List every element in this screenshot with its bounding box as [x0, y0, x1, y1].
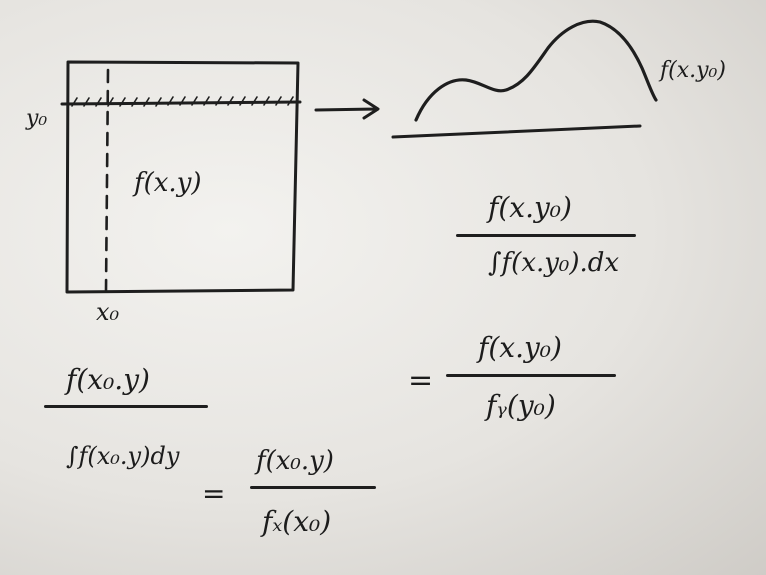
marginal-x-denominator: fₓ(x₀)	[262, 505, 332, 538]
x0-dashed-line	[104, 68, 110, 292]
marginal-x-fraction-bar	[250, 486, 376, 489]
equals-sign-y: =	[408, 363, 434, 398]
curve-baseline	[391, 124, 642, 139]
conditional-y-denominator: ∫f(x.y₀).dx	[488, 248, 620, 278]
curve-label: f(x.y₀)	[660, 58, 726, 83]
x0-label: x₀	[96, 298, 120, 326]
conditional-curve	[414, 19, 658, 122]
y0-slice-hatching	[71, 96, 294, 107]
conditional-x-denominator: ∫f(x₀.y)dy	[66, 442, 180, 470]
right-arrow-icon	[314, 98, 380, 120]
conditional-x-numerator: f(x₀.y)	[66, 363, 150, 396]
equals-sign-x: =	[202, 477, 226, 510]
domain-rectangle	[65, 60, 300, 294]
marginal-x-numerator: f(x₀.y)	[256, 446, 334, 476]
joint-density-label: f(x.y)	[134, 168, 202, 198]
marginal-y-fraction-bar	[446, 374, 616, 377]
marginal-y-numerator: f(x.y₀)	[478, 331, 562, 364]
conditional-y-numerator: f(x.y₀)	[488, 191, 572, 224]
conditional-x-fraction-bar	[44, 405, 208, 408]
conditional-y-fraction-bar	[456, 234, 636, 237]
y0-label: y₀	[26, 106, 48, 131]
marginal-y-denominator: fᵧ(y₀)	[486, 389, 556, 422]
